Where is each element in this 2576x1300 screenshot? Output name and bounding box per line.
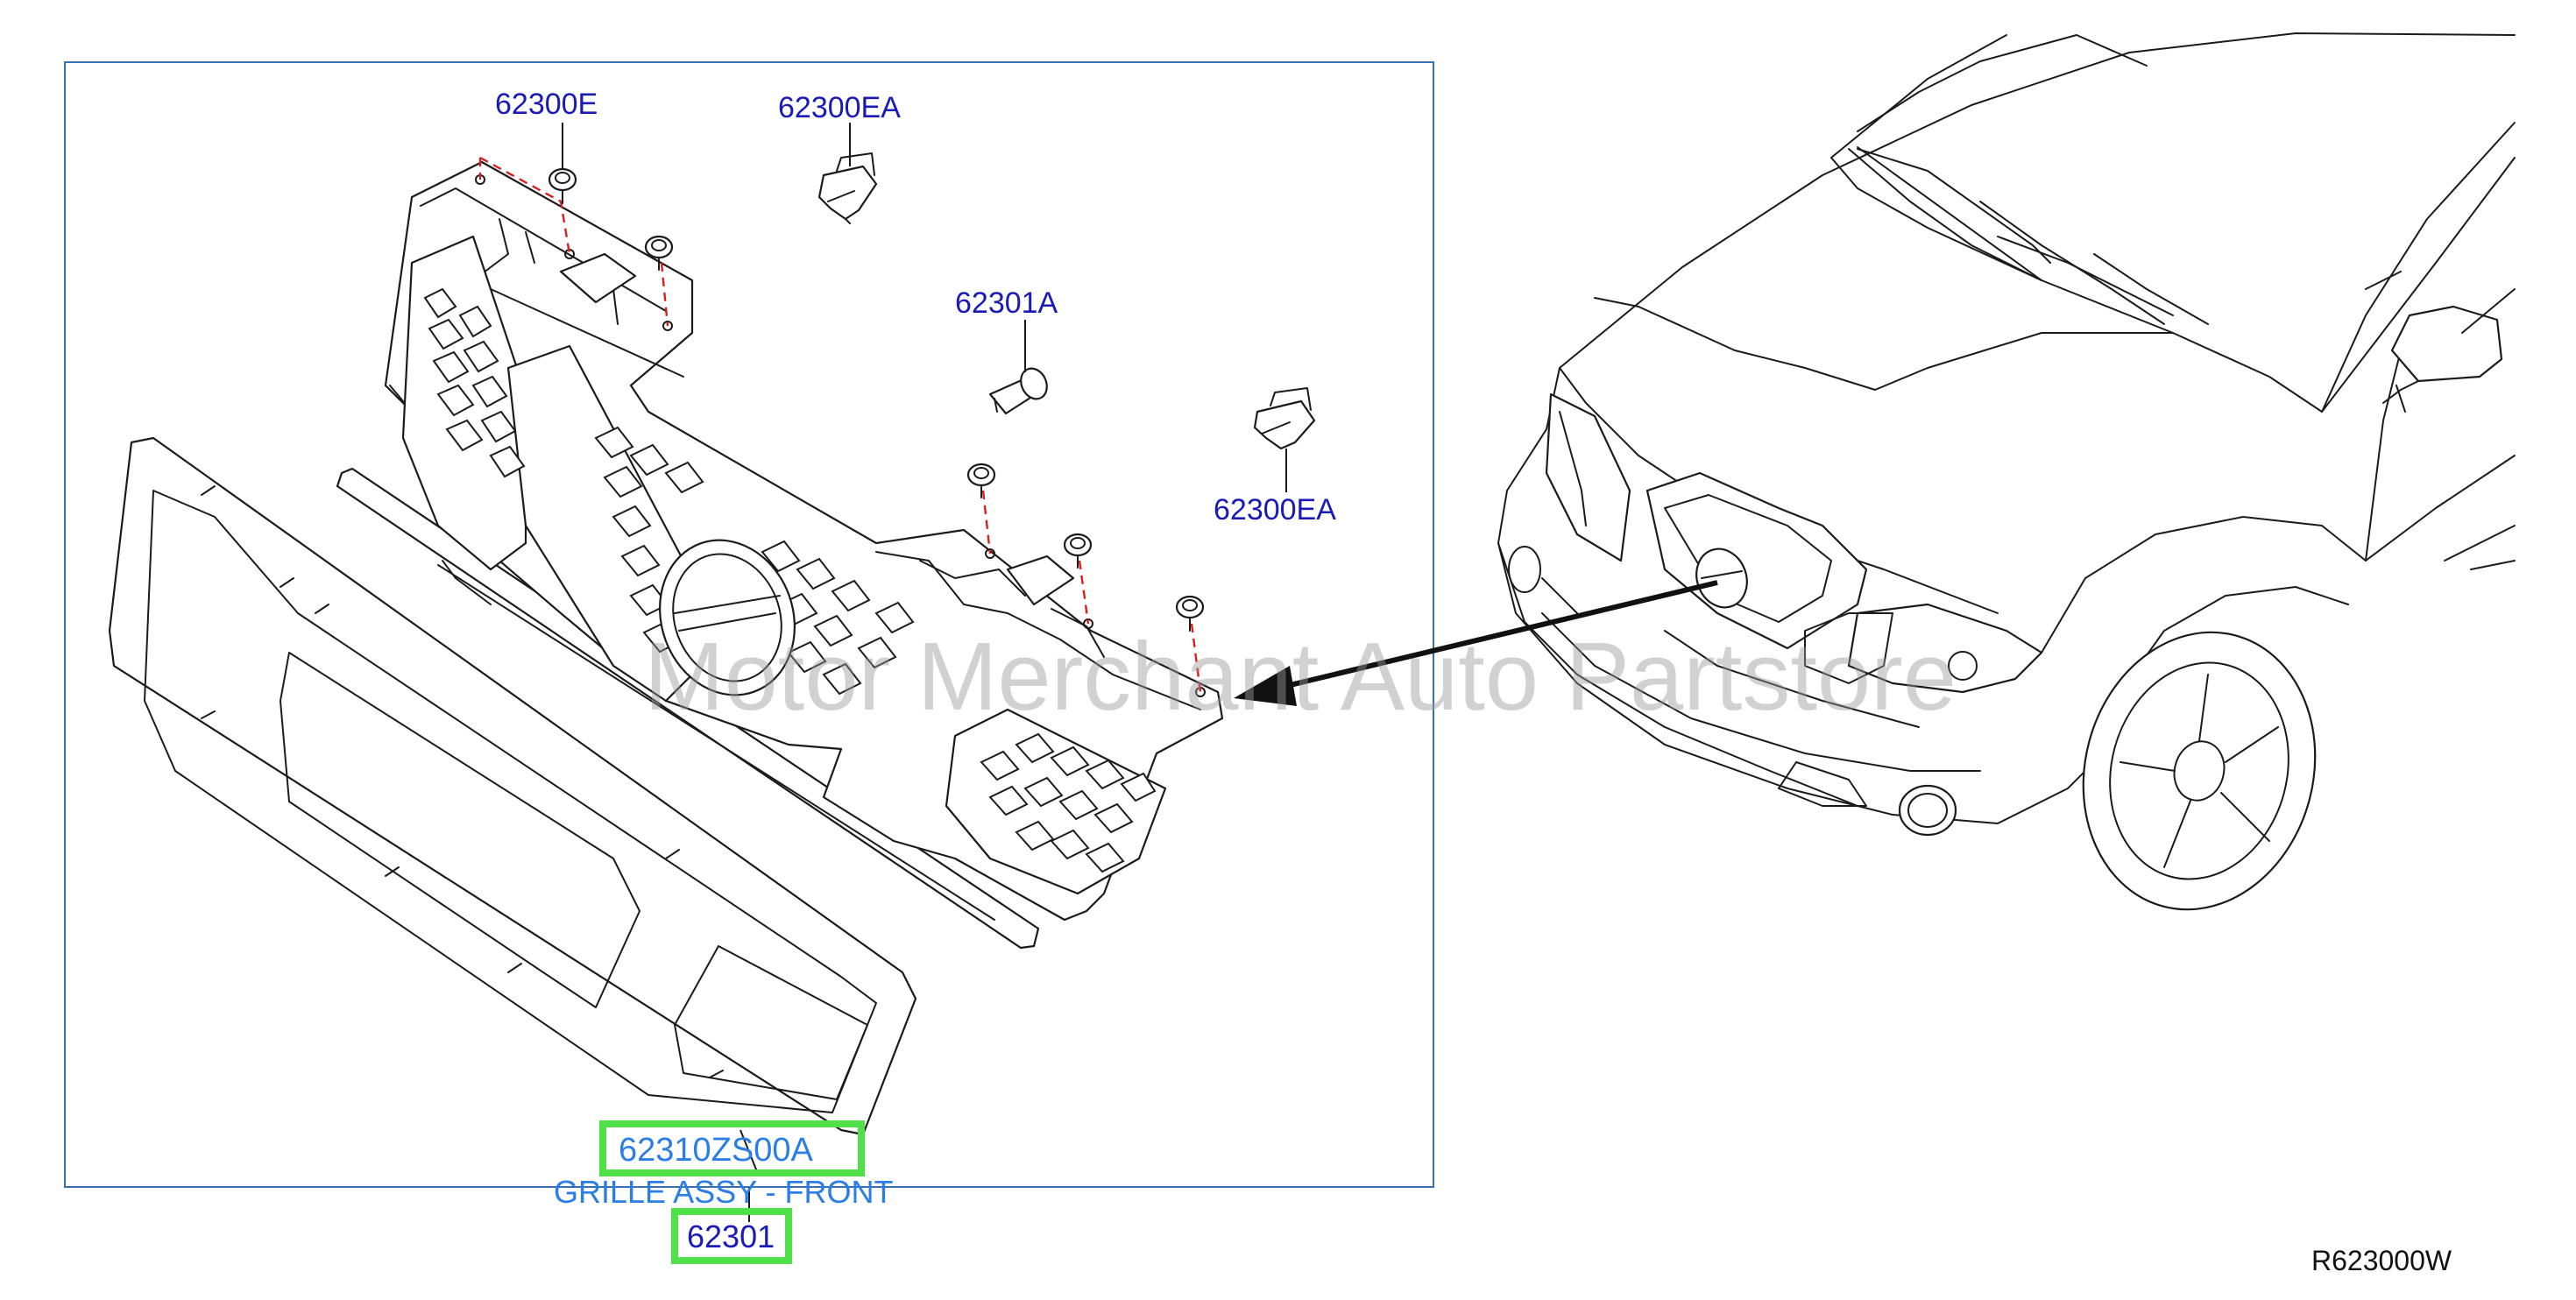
watermark-text: Motor Merchant Auto Partstore (644, 623, 1957, 731)
bracket-clip-top-icon (817, 152, 878, 224)
push-clip-icon (644, 235, 674, 271)
callout-62300e[interactable]: 62300E (495, 88, 598, 121)
push-clip-icon (1175, 595, 1205, 632)
callout-62301a[interactable]: 62301A (955, 286, 1058, 320)
grille-outer-bezel (108, 436, 917, 1136)
grille-assy-front-label: GRILLE ASSY - FRONT (554, 1174, 893, 1210)
grille-main-body (384, 160, 1224, 922)
bolt-62301a-icon (988, 367, 1048, 415)
grille-assembly-drawing (108, 123, 1316, 1222)
push-clip-icon (1063, 533, 1093, 569)
callout-62301[interactable]: 62301 (687, 1219, 775, 1254)
bracket-clip-right-icon (1253, 387, 1316, 450)
grille-mesh-right (980, 732, 1157, 873)
location-arrow (1234, 580, 1718, 706)
highlight-box-grille-part (599, 1120, 865, 1176)
push-clips (548, 167, 1205, 632)
highlight-box-62301 (671, 1208, 792, 1264)
grille-emblem (658, 539, 796, 696)
callout-62300ea-top[interactable]: 62300EA (778, 91, 901, 124)
install-path-leaders (478, 156, 1202, 693)
callout-62310zs00a[interactable]: 62310ZS00A (619, 1132, 813, 1169)
vehicle-drawing (1497, 32, 2516, 911)
push-clip-icon (966, 463, 996, 498)
reference-code: R623000W (2311, 1245, 2452, 1276)
callout-62300ea-right[interactable]: 62300EA (1214, 493, 1336, 526)
push-clip-icon (548, 167, 577, 204)
callout-leaders (562, 123, 1287, 1222)
grille-mesh-left (423, 287, 526, 478)
